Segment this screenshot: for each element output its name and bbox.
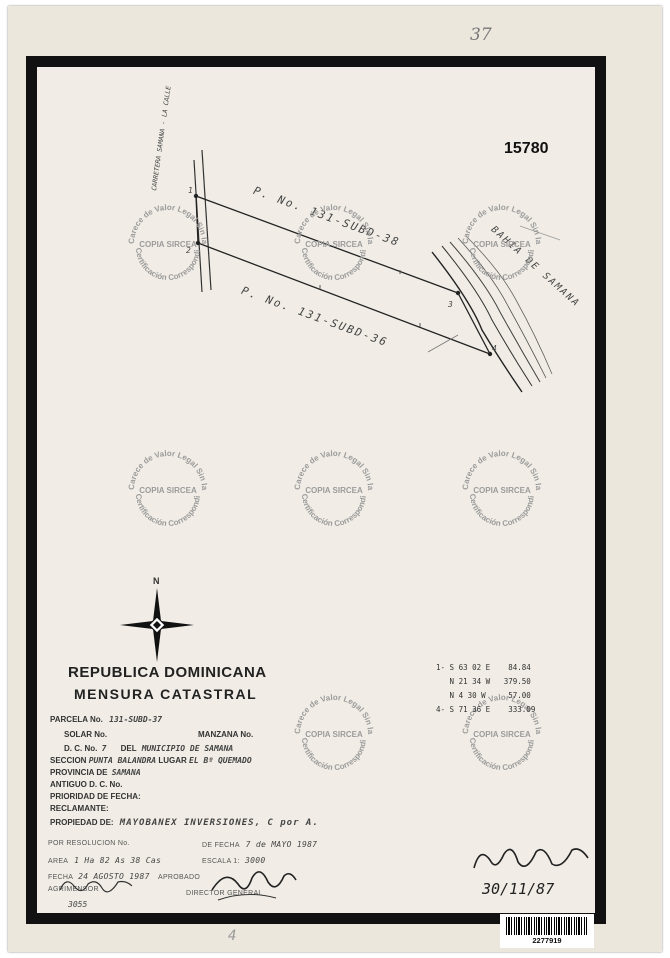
svg-text:COPIA SIRCEA: COPIA SIRCEA	[305, 486, 363, 495]
point-label-2: 2	[186, 246, 191, 255]
svg-text:COPIA SIRCEA: COPIA SIRCEA	[305, 240, 363, 249]
propiedad-field: PROPIEDAD DE: MAYOBANEX INVERSIONES, C p…	[50, 818, 319, 828]
parcel-north-boundary	[195, 195, 459, 294]
point-label-1: 1	[188, 186, 193, 195]
svg-text:Carece de Valor Legal Sin la: Carece de Valor Legal Sin la	[461, 449, 543, 491]
stamp-watermark: Carece de Valor Legal Sin la COPIA SIRCE…	[458, 690, 543, 772]
director-signature	[211, 871, 297, 901]
approval-signature	[473, 848, 589, 869]
bottom-mark: 4	[228, 928, 237, 944]
surveyor-signature	[59, 880, 133, 893]
resolucion-label: POR RESOLUCION No.	[48, 840, 130, 847]
road-edge-line	[201, 149, 212, 291]
fecha-field: DE FECHA 7 de MAYO 1987	[202, 840, 318, 849]
escala-field: ESCALA 1: 3000	[202, 856, 266, 865]
compass-rose-icon	[120, 588, 194, 662]
bearing-row: 4- S 71 36 E 333.09	[436, 705, 536, 714]
svg-text:Carece de Valor Legal Sin la: Carece de Valor Legal Sin la	[293, 203, 375, 245]
compass-north-label: N	[153, 576, 160, 586]
bearing-row: 1- S 63 02 E 84.84	[436, 663, 531, 672]
barcode-number: 2277919	[532, 936, 562, 945]
svg-text:COPIA SIRCEA: COPIA SIRCEA	[139, 486, 197, 495]
reclamante-label: RECLAMANTE:	[50, 804, 109, 813]
svg-text:COPIA SIRCEA: COPIA SIRCEA	[473, 486, 531, 495]
point-label-4: 4	[492, 344, 497, 353]
area-field: AREA 1 Ha 82 As 38 Cas	[48, 856, 162, 865]
svg-text:Carece de Valor Legal Sin la: Carece de Valor Legal Sin la	[293, 693, 375, 735]
solar-label: SOLAR No.	[64, 730, 108, 739]
barcode: 2277919	[500, 914, 594, 948]
seccion-field: SECCION PUNTA BALANDRA LUGAR EL Bº QUEMA…	[50, 756, 252, 765]
prioridad-label: PRIORIDAD DE FECHA:	[50, 792, 141, 801]
agrimensor-code: 3055	[68, 900, 88, 909]
provincia-field: PROVINCIA DE SAMANA	[50, 768, 141, 777]
manzana-label: MANZANA No.	[198, 730, 254, 739]
title-republica: REPUBLICA DOMINICANA	[68, 664, 267, 681]
stamp-watermark: Carece de Valor Legal Sin la COPIA SIRCE…	[290, 446, 375, 528]
director-label: DIRECTOR GENERAL	[186, 890, 263, 897]
svg-text:COPIA SIRCEA: COPIA SIRCEA	[473, 240, 531, 249]
bearing-row: N 21 34 W 379.50	[449, 677, 531, 686]
svg-text:COPIA SIRCEA: COPIA SIRCEA	[305, 730, 363, 739]
parcel-west-boundary	[195, 195, 199, 244]
title-mensura: MENSURA CATASTRAL	[74, 686, 258, 702]
stamp-watermark: Carece de Valor Legal Sin la COPIA SIRCE…	[290, 690, 375, 772]
stamp-watermark: Carece de Valor Legal Sin la COPIA SIRCE…	[124, 200, 209, 282]
svg-text:COPIA SIRCEA: COPIA SIRCEA	[473, 730, 531, 739]
signature-date: 30/11/87	[482, 880, 555, 898]
bearing-row: N 4 30 W 57.00	[449, 691, 531, 700]
svg-text:Carece de Valor Legal Sin la: Carece de Valor Legal Sin la	[461, 203, 543, 245]
page-number: 37	[470, 25, 492, 45]
parcela-field: PARCELA No. 131-SUBD-37	[50, 715, 163, 724]
svg-text:Carece de Valor Legal Sin la: Carece de Valor Legal Sin la	[127, 203, 209, 245]
svg-text:Carece de Valor Legal Sin la: Carece de Valor Legal Sin la	[127, 449, 209, 491]
svg-text:Carece de Valor Legal Sin la: Carece de Valor Legal Sin la	[293, 449, 375, 491]
road-edge-line	[193, 159, 203, 293]
plan-frame	[26, 56, 606, 924]
plan-number: 15780	[504, 140, 549, 157]
parcel-south-boundary	[197, 242, 491, 355]
parcel-east-boundary	[457, 292, 491, 355]
antiguo-dc-label: ANTIGUO D. C. No.	[50, 780, 123, 789]
barcode-bars	[506, 917, 588, 935]
stamp-watermark: Carece de Valor Legal Sin la COPIA SIRCE…	[458, 446, 543, 528]
svg-text:COPIA SIRCEA: COPIA SIRCEA	[139, 240, 197, 249]
stamp-watermark: Carece de Valor Legal Sin la COPIA SIRCE…	[124, 446, 209, 528]
agrimensor-label: AGRIMENSOR	[48, 886, 99, 893]
stamp-watermark: Carece de Valor Legal Sin la COPIA SIRCE…	[458, 200, 543, 282]
fecha-aprobado-field: FECHA 24 AGOSTO 1987 APROBADO	[48, 872, 201, 881]
coastline	[431, 251, 523, 393]
dc-field: D. C. No. 7 DEL MUNICIPIO DE SAMANA	[64, 744, 234, 753]
stamp-watermark: Carece de Valor Legal Sin la COPIA SIRCE…	[290, 200, 375, 282]
point-label-3: 3	[448, 300, 453, 309]
